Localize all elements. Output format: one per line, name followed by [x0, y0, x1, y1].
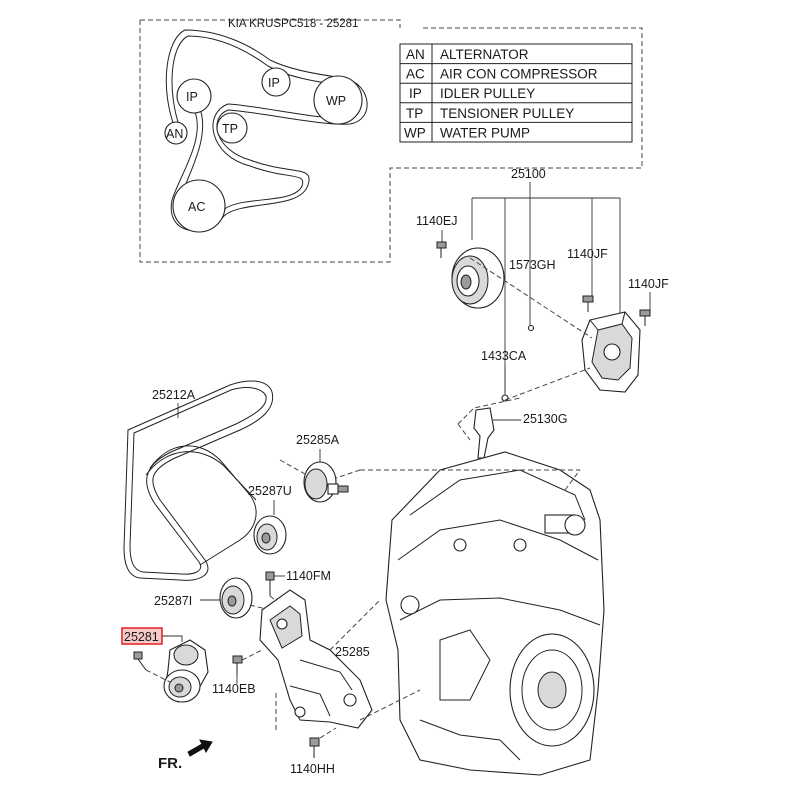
inset-ip-top-label: IP — [268, 76, 280, 90]
idler-pulley-25287u: 25287U — [248, 484, 292, 555]
inset-wp — [313, 75, 363, 125]
legend-name-2: IDLER PULLEY — [440, 86, 535, 101]
inset-ip-left-label: IP — [186, 90, 198, 104]
inset-an — [164, 121, 188, 145]
bolt-1140eb: 1140EB — [212, 649, 263, 696]
bolt-1140fm: 1140FM — [265, 569, 331, 615]
water-pump-group: 25100 1140EJ 1573GH 1140JF 1140JF — [416, 167, 669, 469]
legend-code-4: WP — [404, 125, 426, 140]
inset-ac — [172, 179, 226, 233]
arrow-icon — [187, 739, 213, 757]
callout-25285a: 25285A — [296, 433, 340, 447]
callout-1140fm: 1140FM — [286, 569, 331, 583]
legend-name-1: AIR CON COMPRESSOR — [440, 67, 598, 82]
inset-tp-label: TP — [222, 122, 238, 136]
legend-code-2: IP — [409, 86, 422, 101]
callout-1433ca: 1433CA — [481, 349, 527, 363]
inset-tp — [216, 112, 248, 144]
callout-1140jf-a: 1140JF — [567, 247, 608, 261]
tensioner-25281: 25281 — [121, 627, 209, 703]
idler-pulley-25285a: 25285A — [279, 433, 349, 503]
direction-label: FR. — [158, 755, 182, 772]
inset-an-label: AN — [166, 127, 183, 141]
inset-ip-top — [261, 67, 291, 97]
ring-1433ca — [501, 394, 509, 402]
front-direction-indicator: FR. — [158, 739, 213, 772]
callout-25285: 25285 — [335, 645, 370, 659]
callout-1140hh: 1140HH — [290, 762, 335, 776]
callout-1140jf-b: 1140JF — [628, 277, 669, 291]
callout-25212a: 25212A — [152, 388, 196, 402]
bracket-25285: 25285 — [259, 589, 421, 730]
legend-code-1: AC — [406, 67, 425, 82]
callout-25100: 25100 — [511, 167, 546, 181]
bolt-25281 — [133, 651, 147, 671]
inset-title: KIA KRUSPC518 - 25281 — [228, 18, 358, 30]
pin-1573gh — [527, 324, 535, 332]
water-pump-body — [581, 311, 641, 393]
inset-ip-left — [176, 78, 212, 114]
bolt-1140jf-a — [582, 295, 594, 312]
inset-ac-label: AC — [188, 200, 205, 214]
callout-1573gh: 1573GH — [509, 258, 556, 272]
legend-name-3: TENSIONER PULLEY — [440, 106, 574, 121]
idler-pulley-25287i: 25287I — [154, 577, 271, 619]
belt-routing-inset: KIA KRUSPC518 - 25281 IP WP IP TP AN AC — [139, 18, 643, 263]
bolt-1140jf-b — [639, 309, 651, 326]
bolt-1140ej — [436, 241, 447, 258]
legend-name-0: ALTERNATOR — [440, 47, 529, 62]
inset-wp-label: WP — [326, 94, 346, 108]
callout-25281: 25281 — [124, 630, 159, 644]
legend-name-4: WATER PUMP — [440, 125, 530, 140]
drive-belt-25212a: 25212A — [123, 380, 274, 581]
callout-1140ej: 1140EJ — [416, 214, 457, 228]
callout-25130g: 25130G — [523, 412, 567, 426]
legend-code-3: TP — [406, 106, 423, 121]
bolt-1140hh: 1140HH — [290, 727, 337, 776]
engine-block — [329, 451, 605, 776]
water-pump-pulley — [451, 247, 505, 309]
callout-25287u: 25287U — [248, 484, 292, 498]
legend-code-0: AN — [406, 47, 425, 62]
callout-1140eb: 1140EB — [212, 682, 256, 696]
callout-25287i: 25287I — [154, 594, 192, 608]
legend-table: AN ALTERNATOR AC AIR CON COMPRESSOR IP I… — [399, 43, 633, 143]
